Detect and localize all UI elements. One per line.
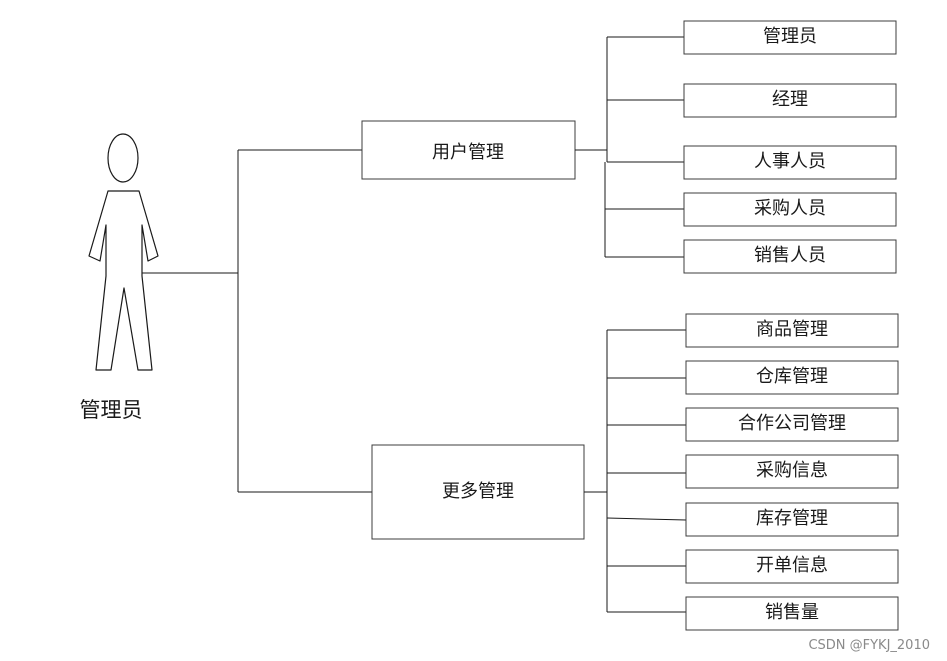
group-more-management: 更多管理 商品管理 仓库管理 合作公司管理 采购信息 库存管理 开单信息 销售量 [371,313,899,631]
use-case-label: 人事人员 [754,151,826,172]
use-case-box [683,83,897,118]
use-case-box [685,549,899,584]
use-case-box [683,239,897,274]
actor-label: 管理员 [80,398,143,422]
use-case-label: 经理 [772,89,808,110]
watermark: CSDN @FYKJ_2010 [808,638,930,653]
use-case-box [685,502,899,537]
user-management-label: 用户管理 [432,142,504,163]
use-case-label: 合作公司管理 [738,413,846,434]
use-case-label: 仓库管理 [756,366,828,387]
user-management-box [361,120,576,180]
use-case-box [683,145,897,180]
use-case-box [685,360,899,395]
use-case-label: 开单信息 [756,555,828,576]
use-case-label: 采购信息 [756,460,828,481]
use-case-box [685,313,899,348]
use-case-label: 管理员 [763,26,817,47]
use-case-box [685,454,899,489]
more-management-box [371,444,585,540]
use-case-box [683,192,897,227]
actor-figure-icon [88,133,159,371]
use-case-label: 商品管理 [756,319,828,340]
more-management-label: 更多管理 [442,481,514,502]
use-case-label: 库存管理 [756,508,828,529]
use-case-label: 销售人员 [754,245,826,266]
use-case-label: 销售量 [765,602,819,623]
group-user-management: 用户管理 管理员 经理 人事人员 采购人员 销售人员 [361,20,897,274]
use-case-box [685,596,899,631]
use-case-label: 采购人员 [754,198,826,219]
use-case-box [683,20,897,55]
actor-connectors [142,149,372,493]
use-case-box [685,407,899,442]
